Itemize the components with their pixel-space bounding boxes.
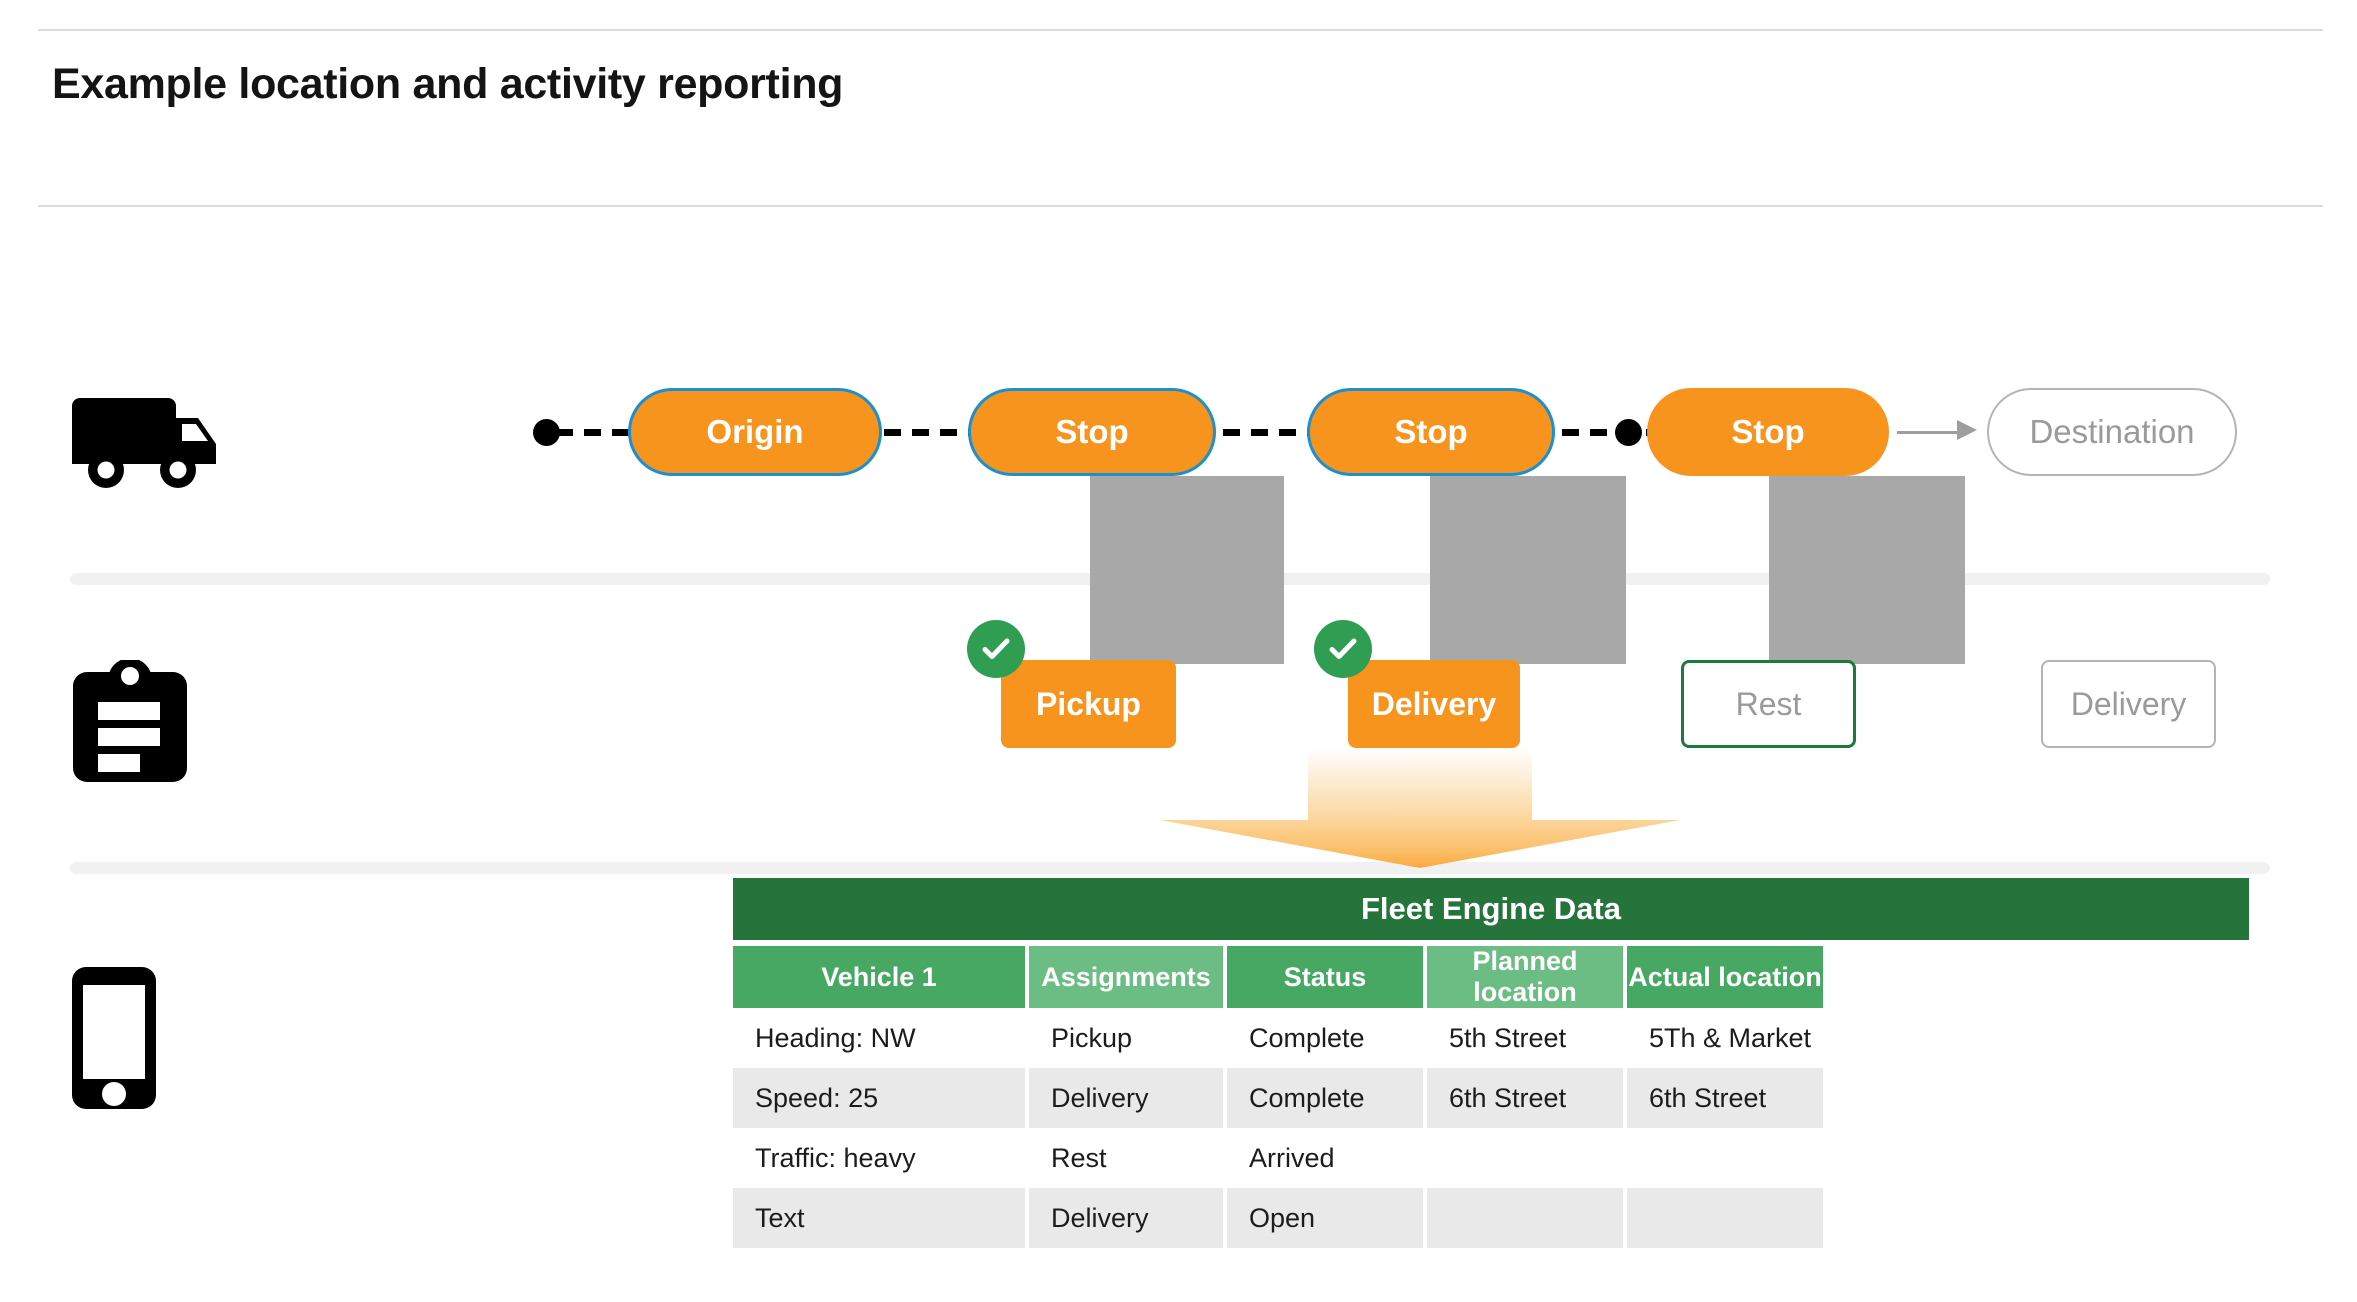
connector-stop3-rest	[1769, 476, 1965, 664]
table-row[interactable]: Heading: NW Pickup Complete 5th Street 5…	[733, 1008, 2249, 1068]
cell-planned-location: 6th Street	[1427, 1068, 1623, 1128]
cell-status: Arrived	[1227, 1128, 1423, 1188]
activity-pickup[interactable]: Pickup	[1001, 660, 1176, 748]
activity-label: Pickup	[1036, 685, 1141, 722]
route-stop-label: Stop	[1055, 413, 1129, 450]
cell-vehicle: Traffic: heavy	[733, 1128, 1025, 1188]
page-title: Example location and activity reporting	[52, 60, 844, 108]
truck-icon	[70, 398, 218, 495]
table-row[interactable]: Text Delivery Open	[733, 1188, 2249, 1248]
cell-assignment: Pickup	[1029, 1008, 1223, 1068]
cell-actual-location: 5Th & Market	[1627, 1008, 1823, 1068]
activity-label: Rest	[1735, 685, 1802, 722]
table-title: Fleet Engine Data	[733, 878, 2249, 940]
route-stop-3[interactable]: Stop	[1647, 388, 1889, 476]
cell-actual-location	[1627, 1128, 1823, 1188]
route-stop-1[interactable]: Stop	[968, 388, 1216, 476]
column-header-vehicle[interactable]: Vehicle 1	[733, 946, 1025, 1008]
route-stop-label: Stop	[1731, 413, 1805, 450]
arrow-head	[1957, 420, 1977, 440]
clipboard-icon	[70, 658, 190, 789]
cell-status: Complete	[1227, 1068, 1423, 1128]
route-stop-origin[interactable]: Origin	[628, 388, 882, 476]
activity-delivery-open[interactable]: Delivery	[2041, 660, 2216, 748]
cell-status: Open	[1227, 1188, 1423, 1248]
table-row[interactable]: Traffic: heavy Rest Arrived	[733, 1128, 2249, 1188]
cell-vehicle: Text	[733, 1188, 1025, 1248]
route-stop-label: Origin	[706, 413, 804, 450]
route-dash-segment	[884, 429, 970, 436]
route-stop-destination[interactable]: Destination	[1987, 388, 2237, 476]
column-header-planned-location[interactable]: Planned location	[1427, 946, 1623, 1008]
connector-stop1-pickup	[1090, 476, 1284, 664]
route-start-dot	[533, 419, 560, 446]
route-dash-segment	[556, 429, 630, 436]
row-divider-activity-device	[70, 862, 2270, 874]
cell-planned-location	[1427, 1128, 1623, 1188]
cell-actual-location: 6th Street	[1627, 1068, 1823, 1128]
table-row[interactable]: Speed: 25 Delivery Complete 6th Street 6…	[733, 1068, 2249, 1128]
table-header-row: Vehicle 1 Assignments Status Planned loc…	[733, 946, 2249, 1008]
cell-vehicle: Speed: 25	[733, 1068, 1025, 1128]
cell-planned-location: 5th Street	[1427, 1008, 1623, 1068]
vehicle-position-dot	[1615, 419, 1642, 446]
column-header-assignments[interactable]: Assignments	[1029, 946, 1223, 1008]
route-dash-segment	[1223, 429, 1309, 436]
route-dash-segment	[1562, 429, 1648, 436]
header-top-rule	[38, 29, 2323, 31]
check-icon	[967, 620, 1025, 678]
smartphone-icon	[70, 965, 158, 1116]
table-body: Heading: NW Pickup Complete 5th Street 5…	[733, 1008, 2249, 1248]
drill-down-arrow-icon	[1160, 748, 1680, 868]
route-arrow-to-destination	[1897, 420, 1981, 440]
cell-assignment: Delivery	[1029, 1068, 1223, 1128]
header-bottom-rule	[38, 205, 2323, 207]
column-header-status[interactable]: Status	[1227, 946, 1423, 1008]
cell-actual-location	[1627, 1188, 1823, 1248]
activity-delivery-complete[interactable]: Delivery	[1348, 660, 1520, 748]
route-stop-label: Destination	[2029, 413, 2195, 450]
column-header-actual-location[interactable]: Actual location	[1627, 946, 1823, 1008]
cell-planned-location	[1427, 1188, 1623, 1248]
connector-stop2-delivery	[1430, 476, 1626, 664]
cell-assignment: Rest	[1029, 1128, 1223, 1188]
fleet-engine-table: Fleet Engine Data Vehicle 1 Assignments …	[733, 878, 2249, 1248]
check-icon	[1314, 620, 1372, 678]
cell-vehicle: Heading: NW	[733, 1008, 1025, 1068]
activity-label: Delivery	[1371, 685, 1497, 722]
route-stop-label: Stop	[1394, 413, 1468, 450]
activity-rest[interactable]: Rest	[1681, 660, 1856, 748]
cell-status: Complete	[1227, 1008, 1423, 1068]
activity-label: Delivery	[2070, 685, 2187, 722]
route-stop-2[interactable]: Stop	[1307, 388, 1555, 476]
arrow-shaft	[1897, 431, 1963, 434]
cell-assignment: Delivery	[1029, 1188, 1223, 1248]
